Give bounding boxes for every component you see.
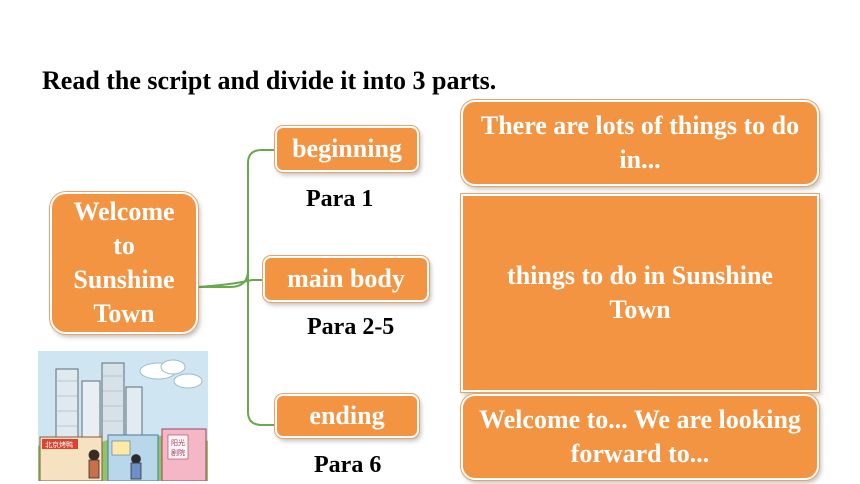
description-main-body: things to do in Sunshine Town [461,194,819,392]
root-line-1: Welcome [73,197,175,226]
connector-middle [197,279,263,288]
town-illustration: 北京烤鸭 阳光 剧院 [38,351,208,481]
para-label-main-body: Para 2-5 [307,314,395,340]
connector-trunk [247,149,275,426]
svg-text:剧院: 剧院 [171,448,185,457]
branch-ending: ending [275,394,419,438]
description-ending: Welcome to... We are looking forward to.… [461,394,819,480]
slide-title: Read the script and divide it into 3 par… [42,66,497,95]
root-line-4: Town [93,299,155,328]
root-node: Welcome to Sunshine Town [50,192,198,334]
root-line-3: Sunshine [73,265,175,294]
branch-beginning: beginning [275,126,419,172]
branch-main-body: main body [263,256,429,302]
root-line-2: to [113,231,135,260]
sign-roast-duck: 北京烤鸭 [45,440,73,449]
sign-theatre: 阳光 [171,438,185,447]
description-beginning: There are lots of things to do in... [461,100,819,186]
para-label-beginning: Para 1 [306,186,374,212]
para-label-ending: Para 6 [314,452,382,478]
